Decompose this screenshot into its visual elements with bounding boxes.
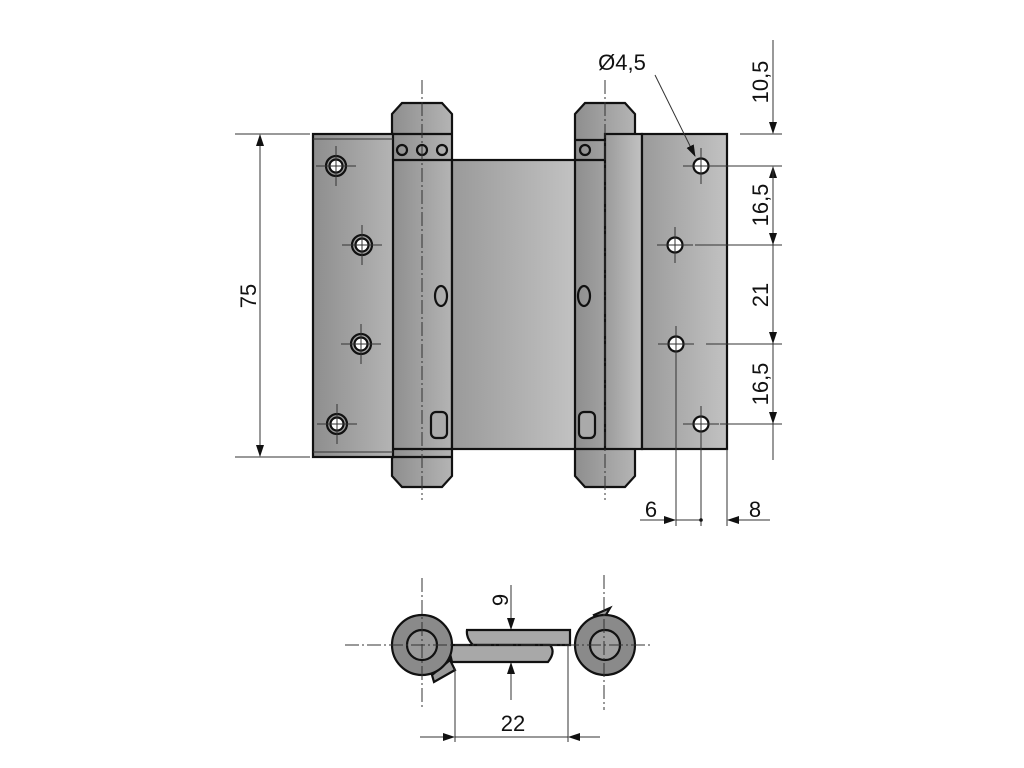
dimensions: 75 10,5 16,5 21 16,5 Ø4,5 6 8 [235, 40, 782, 526]
countersunk-hole [316, 146, 356, 186]
center-plate [450, 158, 578, 451]
right-leaf-band [603, 132, 644, 451]
dim-top-offset: 10,5 [748, 61, 773, 104]
countersunk-hole [341, 324, 381, 364]
dim-edge-offset-1: 6 [645, 497, 657, 522]
dim-hole-diameter: Ø4,5 [598, 50, 646, 75]
dim-hole-spacing-3: 16,5 [748, 363, 773, 406]
dim-hole-spacing-2: 21 [748, 283, 773, 307]
dim-edge-offset-2: 8 [749, 497, 761, 522]
countersunk-hole [342, 225, 382, 265]
dim-knuckle-spacing: 22 [501, 711, 525, 736]
section-view: 9 22 [345, 575, 650, 742]
front-view [311, 80, 729, 500]
hole [657, 227, 693, 263]
left-leaf [311, 132, 395, 459]
right-leaf [640, 132, 729, 451]
countersunk-hole [317, 404, 357, 444]
dim-thickness: 9 [488, 594, 513, 606]
hole [683, 406, 719, 442]
left-holes [316, 146, 382, 444]
dim-hole-spacing-1: 16,5 [748, 184, 773, 227]
dim-height: 75 [236, 284, 261, 308]
hole [658, 326, 694, 362]
